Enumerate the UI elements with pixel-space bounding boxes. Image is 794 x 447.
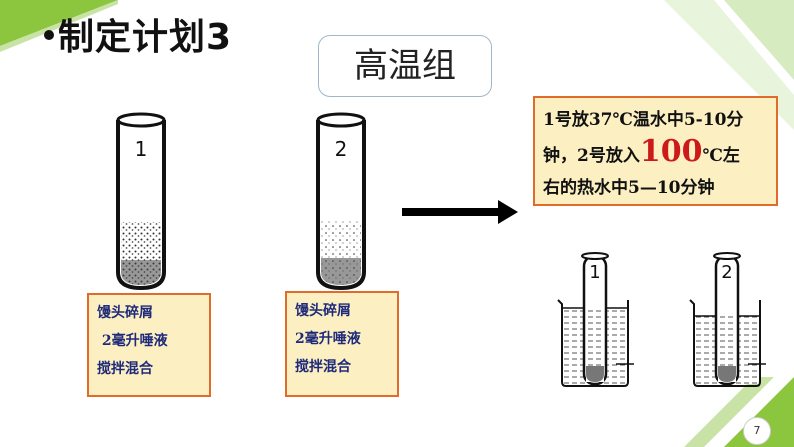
content-line: 搅拌混合 bbox=[97, 361, 153, 377]
right-arrow-icon bbox=[402, 200, 518, 224]
tube-1-contents: 馒头碎屑 2毫升唾液 搅拌混合 bbox=[87, 293, 211, 397]
note-line-2: 钟，2号放入100℃左 bbox=[543, 136, 768, 172]
beaker-tube-number-2: 2 bbox=[721, 262, 732, 283]
beaker-1: 1 bbox=[557, 252, 634, 387]
slide-title: 制定计划3 bbox=[44, 8, 232, 60]
test-tube-2: 2 bbox=[316, 112, 366, 291]
group-label-box: 高温组 bbox=[318, 35, 492, 97]
beaker-2: 2 bbox=[689, 252, 766, 387]
slide-title-text: 制定计划3 bbox=[58, 17, 233, 58]
note-line-1: 1号放37℃温水中5-10分 bbox=[543, 110, 744, 130]
bullet-icon bbox=[44, 30, 54, 40]
note-line-2-end: ℃左 bbox=[702, 146, 740, 166]
content-line: 2毫升唾液 bbox=[295, 331, 361, 347]
content-line: 搅拌混合 bbox=[295, 359, 351, 375]
page-number: 7 bbox=[743, 417, 771, 445]
beaker-tube-number-1: 1 bbox=[589, 262, 600, 283]
instruction-note: 1号放37℃温水中5-10分 钟，2号放入100℃左 右的热水中5—10分钟 bbox=[533, 96, 778, 206]
content-line: 2毫升唾液 bbox=[97, 333, 168, 349]
tube-2-contents: 馒头碎屑 2毫升唾液 搅拌混合 bbox=[285, 291, 399, 397]
temperature-highlight: 100 bbox=[639, 134, 703, 169]
note-line-3: 右的热水中5—10分钟 bbox=[543, 178, 715, 198]
group-label: 高温组 bbox=[354, 46, 456, 86]
test-tube-1: 1 bbox=[116, 112, 166, 291]
tube-number-2: 2 bbox=[335, 137, 348, 161]
tube-number-1: 1 bbox=[135, 137, 148, 161]
bottom-stripe-decoration bbox=[684, 377, 794, 447]
note-line-2-start: 钟，2号放入 bbox=[543, 146, 640, 166]
content-line: 馒头碎屑 bbox=[97, 305, 153, 321]
top-left-decoration bbox=[0, 0, 118, 52]
content-line: 馒头碎屑 bbox=[295, 303, 351, 319]
